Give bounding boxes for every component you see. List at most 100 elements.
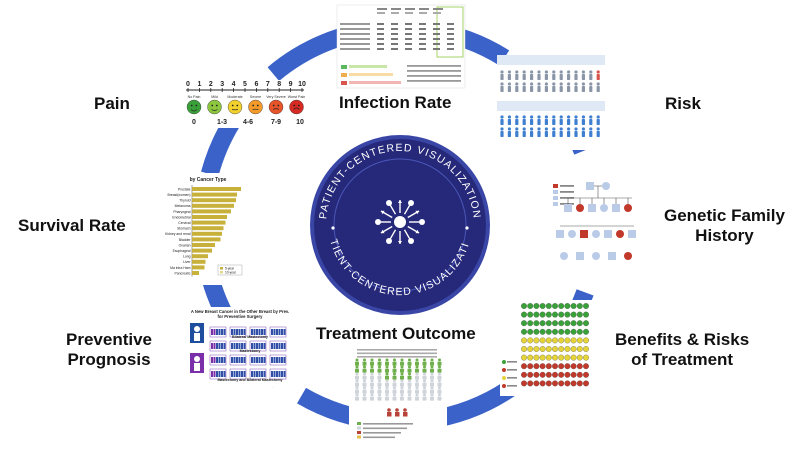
hub-outer-node bbox=[419, 219, 425, 225]
treatment-person-body bbox=[377, 375, 382, 380]
treatment-legend-text bbox=[363, 427, 407, 430]
infection-header-mark bbox=[405, 8, 415, 10]
preventive-figure bbox=[263, 357, 266, 363]
benefit-dot bbox=[570, 380, 577, 387]
risk-person-head bbox=[581, 127, 585, 131]
benefit-dot bbox=[539, 363, 546, 370]
benefit-dot bbox=[539, 380, 546, 387]
survival-legend-swatch bbox=[220, 267, 223, 270]
risk-person-head bbox=[589, 70, 593, 74]
treatment-person-body bbox=[385, 396, 389, 401]
preventive-figure bbox=[283, 371, 286, 377]
benefit-dot bbox=[583, 303, 589, 309]
survival-category-label: Kidney and renal bbox=[165, 232, 191, 236]
benefit-dot bbox=[545, 311, 552, 318]
genetic-family-thumbnail bbox=[550, 178, 638, 270]
infection-notes bbox=[407, 65, 461, 82]
treatment-legend-swatch bbox=[357, 435, 361, 439]
infection-cell bbox=[433, 23, 440, 25]
benefit-dot bbox=[533, 371, 540, 378]
benefit-dot bbox=[527, 363, 534, 370]
treatment-person-body bbox=[407, 368, 412, 373]
preventive-figure bbox=[256, 343, 258, 349]
pedigree-female bbox=[576, 204, 584, 212]
pain-number: 7 bbox=[266, 81, 270, 88]
treatment-person-head bbox=[385, 386, 389, 390]
treatment-person-head bbox=[363, 365, 366, 369]
survival-bar bbox=[192, 187, 241, 191]
treatment-header-line bbox=[357, 349, 437, 351]
risk-person-body bbox=[530, 74, 534, 80]
preventive-figure bbox=[243, 329, 246, 335]
treatment-person-head bbox=[438, 386, 441, 390]
treatment-person-body bbox=[422, 396, 427, 401]
preventive-figure bbox=[236, 343, 238, 349]
treatment-person-head bbox=[408, 372, 411, 376]
preventive-figure bbox=[281, 329, 283, 335]
treatment-person-body bbox=[392, 361, 397, 366]
preventive-figure bbox=[231, 329, 233, 335]
benefit-dot bbox=[583, 328, 589, 335]
preventive-figure bbox=[216, 343, 218, 349]
risk-person-body bbox=[589, 86, 593, 92]
pain-face-eye bbox=[190, 104, 193, 107]
preventive-figure bbox=[253, 343, 256, 349]
benefit-dot bbox=[545, 363, 552, 370]
infection-header-mark bbox=[433, 8, 443, 10]
benefit-dot bbox=[545, 303, 552, 309]
treatment-person-body bbox=[415, 389, 419, 394]
risk-person-head bbox=[530, 127, 534, 131]
preventive-figure bbox=[218, 371, 221, 377]
treatment-legend-text bbox=[363, 436, 395, 439]
infection-cell bbox=[419, 43, 426, 45]
survival-bar bbox=[192, 226, 224, 231]
infection-cell bbox=[433, 33, 440, 35]
risk-person-head bbox=[574, 70, 578, 74]
treatment-person-head bbox=[355, 393, 359, 397]
risk-person-head bbox=[544, 115, 548, 119]
benefit-dot bbox=[527, 320, 534, 327]
treatment-person-body bbox=[392, 368, 397, 373]
pedigree-female bbox=[600, 204, 608, 212]
risk-person-body bbox=[596, 119, 600, 125]
benefit-dot bbox=[576, 371, 583, 378]
treatment-person-body bbox=[422, 375, 427, 380]
treatment-person-head bbox=[430, 379, 434, 383]
survival-bar bbox=[192, 254, 208, 259]
pedigree-legend-text bbox=[560, 185, 574, 187]
infection-cell bbox=[377, 38, 384, 40]
preventive-figure bbox=[233, 329, 236, 335]
pain-face-eye bbox=[195, 104, 198, 107]
treatment-person-body bbox=[377, 396, 382, 401]
treatment-person-body bbox=[400, 396, 404, 401]
preventive-figure bbox=[278, 371, 281, 377]
risk-person-body bbox=[537, 131, 541, 137]
treatment-person-head bbox=[370, 379, 374, 383]
preventive-figure bbox=[233, 371, 236, 377]
risk-person-body bbox=[559, 119, 563, 125]
preventive-figure bbox=[276, 329, 278, 335]
treatment-person-head bbox=[370, 358, 374, 362]
benefit-dot bbox=[552, 337, 558, 344]
survival-bar bbox=[192, 243, 215, 247]
survival-legend-swatch bbox=[220, 271, 223, 274]
infection-cell bbox=[391, 38, 398, 40]
treatment-legend-text bbox=[363, 423, 413, 425]
risk-person-head bbox=[596, 115, 600, 119]
preventive-figure bbox=[256, 357, 258, 363]
risk-person-body bbox=[552, 74, 556, 80]
risk-person-head bbox=[537, 82, 541, 86]
preventive-figure bbox=[213, 371, 216, 377]
risk-person-body bbox=[552, 131, 556, 137]
infection-legend-bar2 bbox=[349, 73, 393, 76]
risk-person-body bbox=[522, 74, 526, 80]
treatment-person-head bbox=[400, 393, 404, 397]
treatment-legend-swatch bbox=[357, 426, 361, 430]
risk-person-body bbox=[537, 74, 541, 80]
hub-arrow-head bbox=[415, 210, 420, 215]
benefit-dot bbox=[570, 311, 577, 318]
survival-legend-box bbox=[217, 264, 243, 276]
treatment-person-head bbox=[415, 386, 419, 390]
